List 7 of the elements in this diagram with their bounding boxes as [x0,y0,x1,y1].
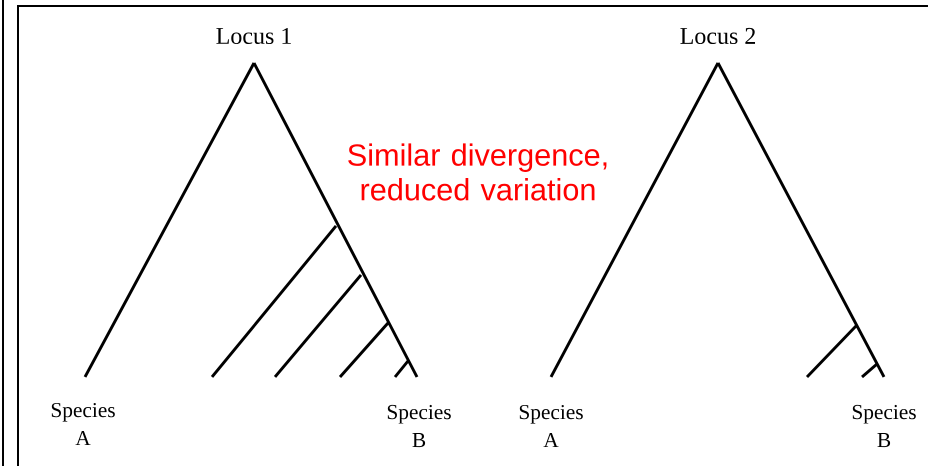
tree-heading: Locus 2 [680,28,756,44]
species-label: Species B [852,404,916,448]
species-label: Species B [388,404,451,448]
species-label: Species A [520,404,583,448]
species-label: Species A [52,402,115,446]
tree-heading: Locus 1 [216,28,291,44]
annotation-text: Similar divergence, reduced variation [348,143,606,201]
